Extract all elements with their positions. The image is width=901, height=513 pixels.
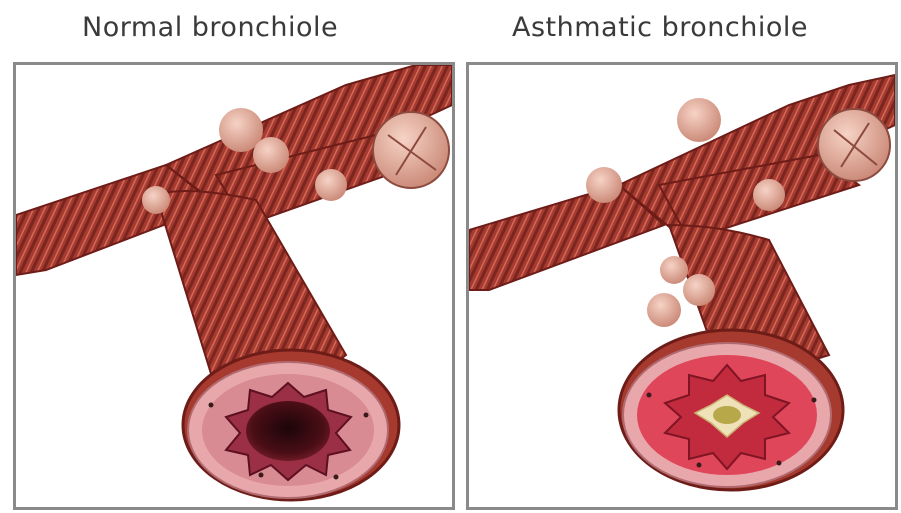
title-normal-bronchiole: Normal bronchiole <box>82 12 338 43</box>
asthmatic-bronchiole-illustration <box>469 65 895 507</box>
mucus-plug <box>713 406 741 424</box>
panel-asthmatic-bronchiole <box>466 62 898 510</box>
asthmatic-cross-section <box>619 330 843 490</box>
normal-cross-section <box>183 350 399 500</box>
normal-bronchiole-illustration <box>16 65 452 507</box>
open-airway-lumen <box>246 401 330 461</box>
title-asthmatic-bronchiole: Asthmatic bronchiole <box>512 12 808 43</box>
panel-normal-bronchiole <box>13 62 455 510</box>
